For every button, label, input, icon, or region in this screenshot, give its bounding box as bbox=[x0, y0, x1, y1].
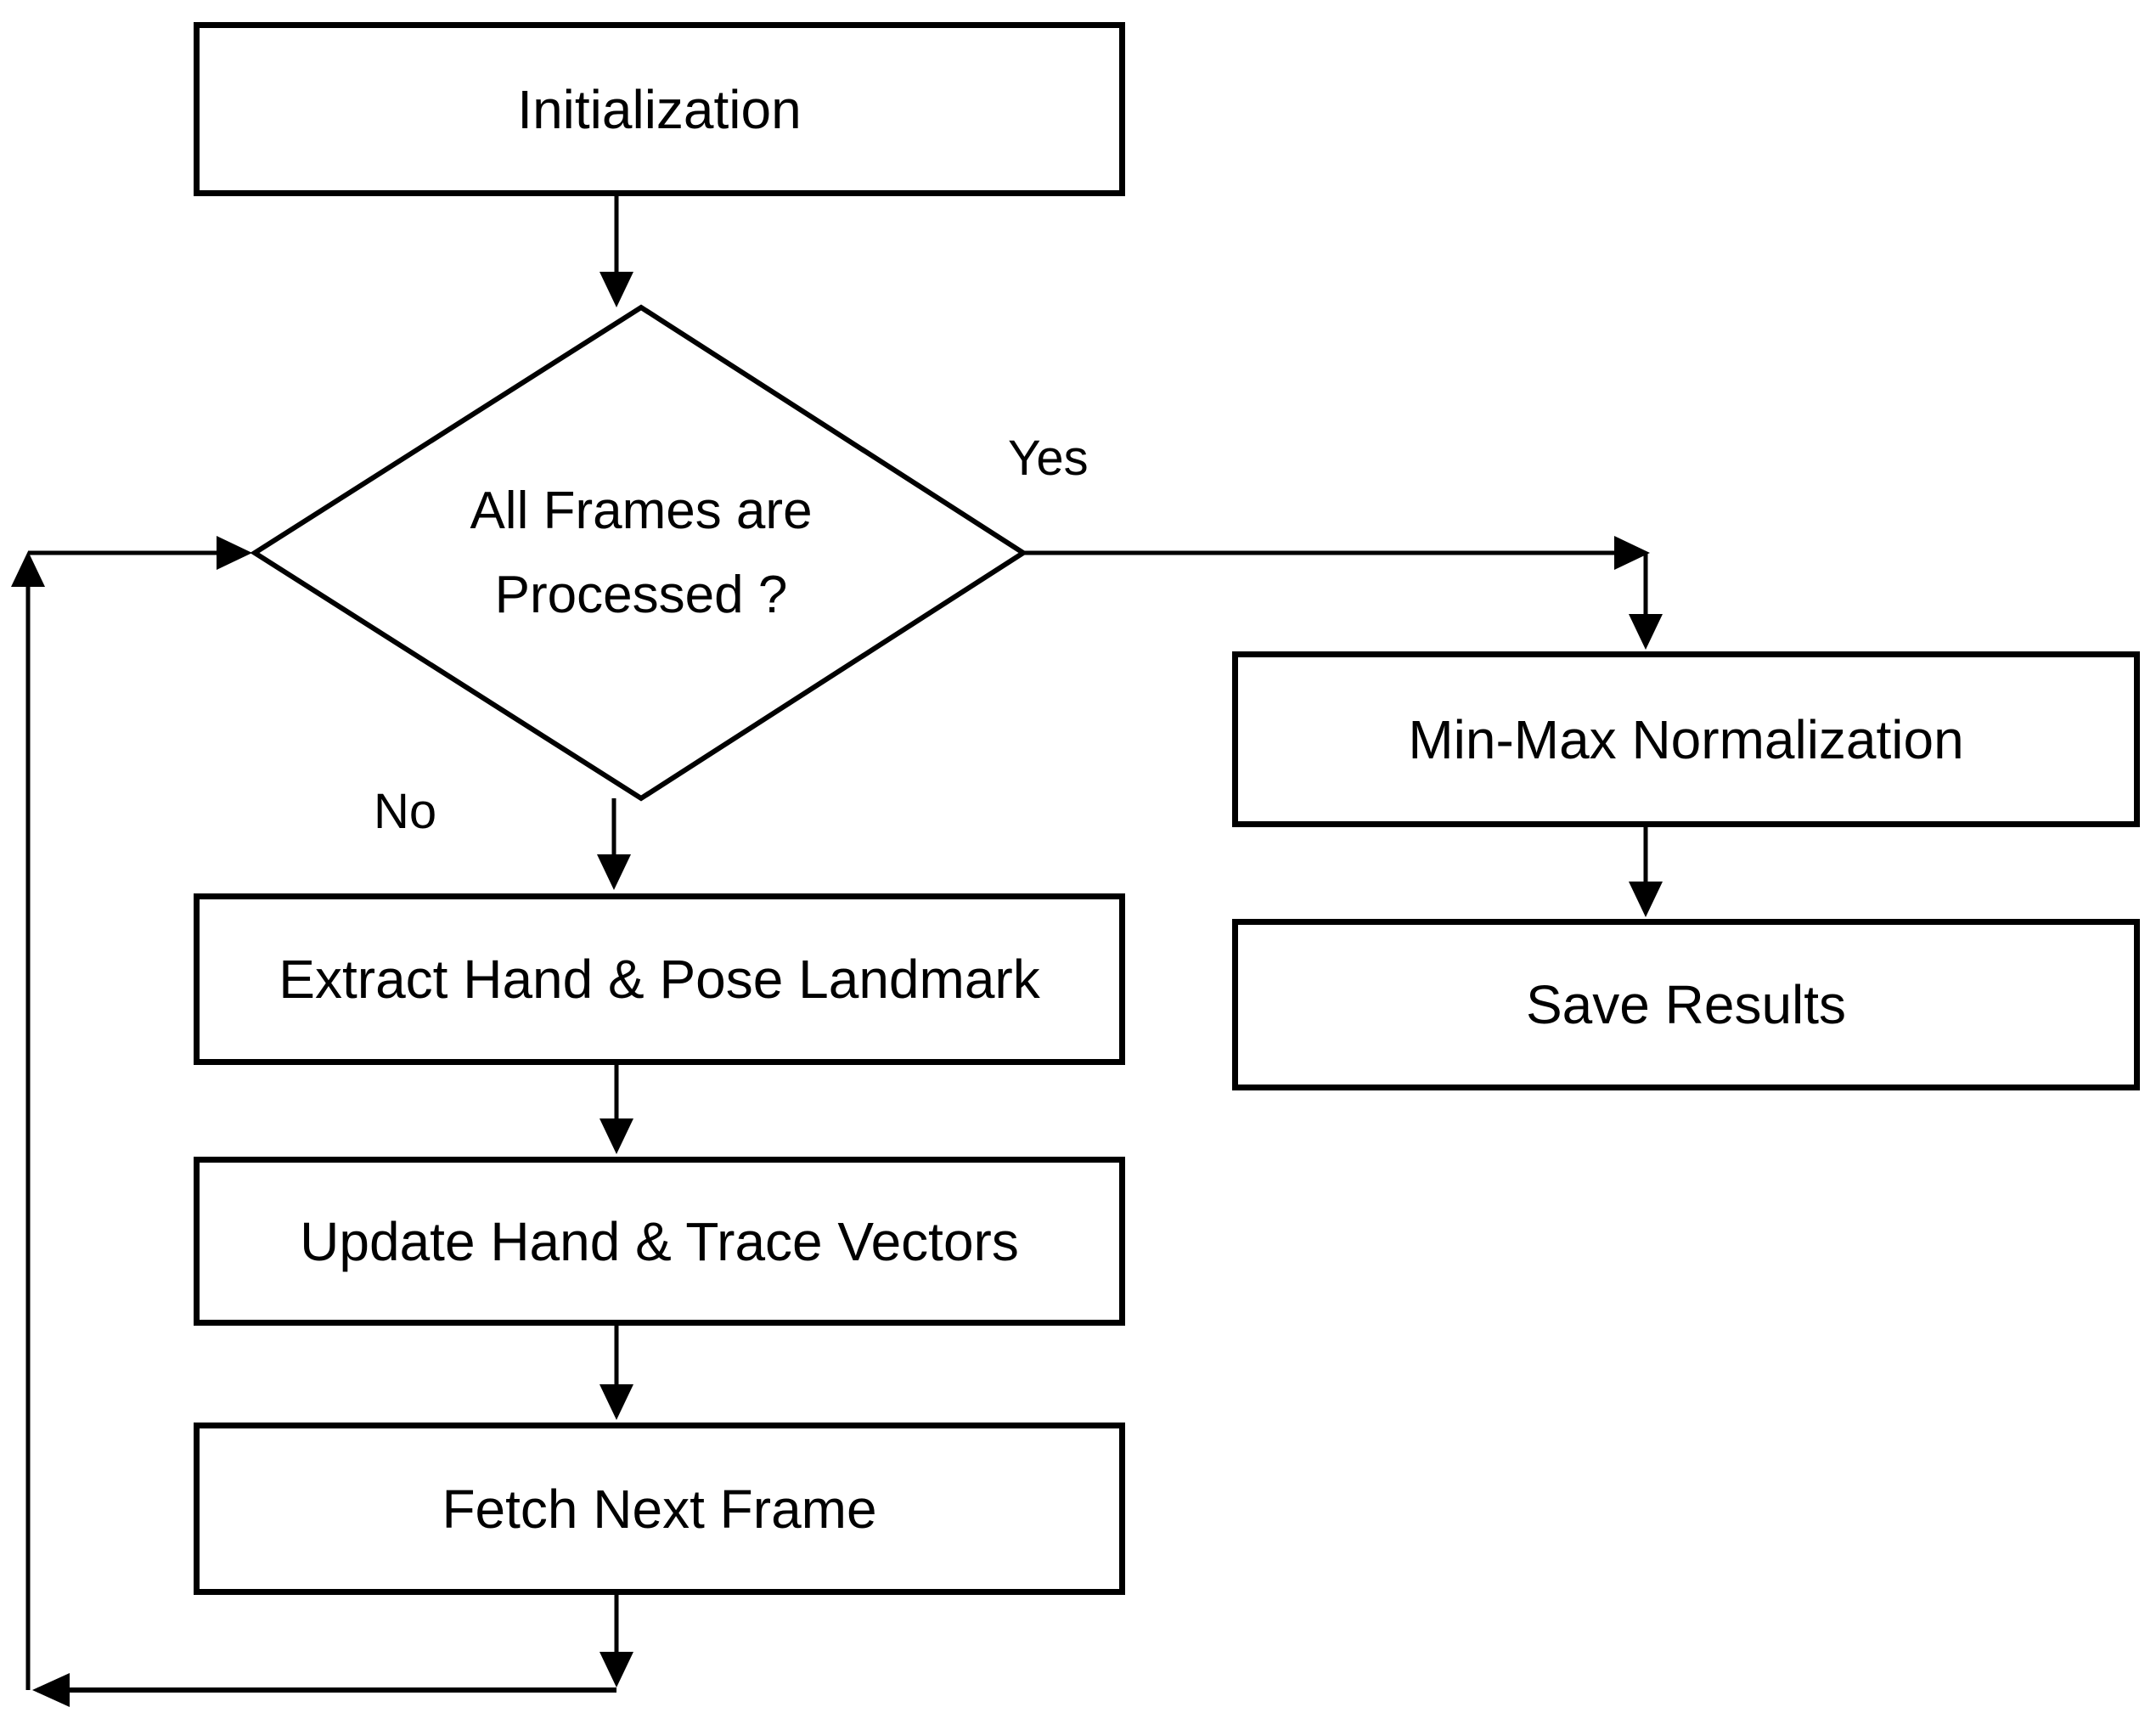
node-decision-label: All Frames are Processed ? bbox=[361, 437, 921, 668]
arrowhead-down-icon bbox=[600, 1384, 633, 1420]
node-initialization: Initialization bbox=[194, 22, 1125, 196]
arrow-minmax-to-save bbox=[1629, 827, 1663, 917]
arrowhead-down-icon bbox=[1629, 614, 1663, 650]
arrow-init-to-decision bbox=[600, 195, 633, 307]
node-update-label: Update Hand & Trace Vectors bbox=[300, 1210, 1019, 1272]
decision-label-line2: Processed ? bbox=[494, 566, 788, 624]
decision-diamond-shape bbox=[250, 304, 1028, 802]
node-fetch-label: Fetch Next Frame bbox=[442, 1478, 877, 1540]
arrow-decision-to-extract bbox=[597, 798, 631, 890]
edge-label-no: No bbox=[374, 784, 437, 839]
arrowhead-down-icon bbox=[1629, 882, 1663, 917]
node-extract-label: Extract Hand & Pose Landmark bbox=[279, 949, 1040, 1010]
node-minmax-label: Min-Max Normalization bbox=[1408, 708, 1964, 770]
edge-label-yes: Yes bbox=[1008, 431, 1089, 486]
arrowhead-right-icon bbox=[217, 536, 252, 570]
loop-left-line bbox=[11, 551, 45, 1690]
arrow-fetch-to-loop bbox=[600, 1595, 633, 1687]
decision-label-line1: All Frames are bbox=[470, 481, 813, 540]
arrow-loop-to-decision bbox=[28, 536, 252, 570]
arrowhead-down-icon bbox=[597, 854, 631, 890]
node-save-results: Save Results bbox=[1232, 919, 2140, 1090]
node-fetch-next-frame: Fetch Next Frame bbox=[194, 1423, 1125, 1595]
arrowhead-down-icon bbox=[600, 1652, 633, 1687]
arrowhead-left-icon bbox=[32, 1673, 70, 1707]
arrow-corner-to-minmax bbox=[1629, 553, 1663, 650]
node-save-label: Save Results bbox=[1525, 974, 1847, 1035]
arrowhead-up-icon bbox=[11, 551, 45, 587]
arrowhead-down-icon bbox=[600, 272, 633, 307]
node-initialization-label: Initialization bbox=[517, 78, 802, 140]
loop-bottom-line bbox=[32, 1673, 616, 1707]
arrow-decision-to-corner-yes bbox=[1023, 536, 1650, 570]
node-update-vectors: Update Hand & Trace Vectors bbox=[194, 1157, 1125, 1326]
node-minmax-normalization: Min-Max Normalization bbox=[1232, 651, 2140, 827]
arrowhead-right-icon bbox=[1614, 536, 1650, 570]
arrow-update-to-fetch bbox=[600, 1326, 633, 1420]
arrowhead-down-icon bbox=[600, 1118, 633, 1154]
arrow-extract-to-update bbox=[600, 1065, 633, 1154]
node-extract-landmarks: Extract Hand & Pose Landmark bbox=[194, 893, 1125, 1065]
